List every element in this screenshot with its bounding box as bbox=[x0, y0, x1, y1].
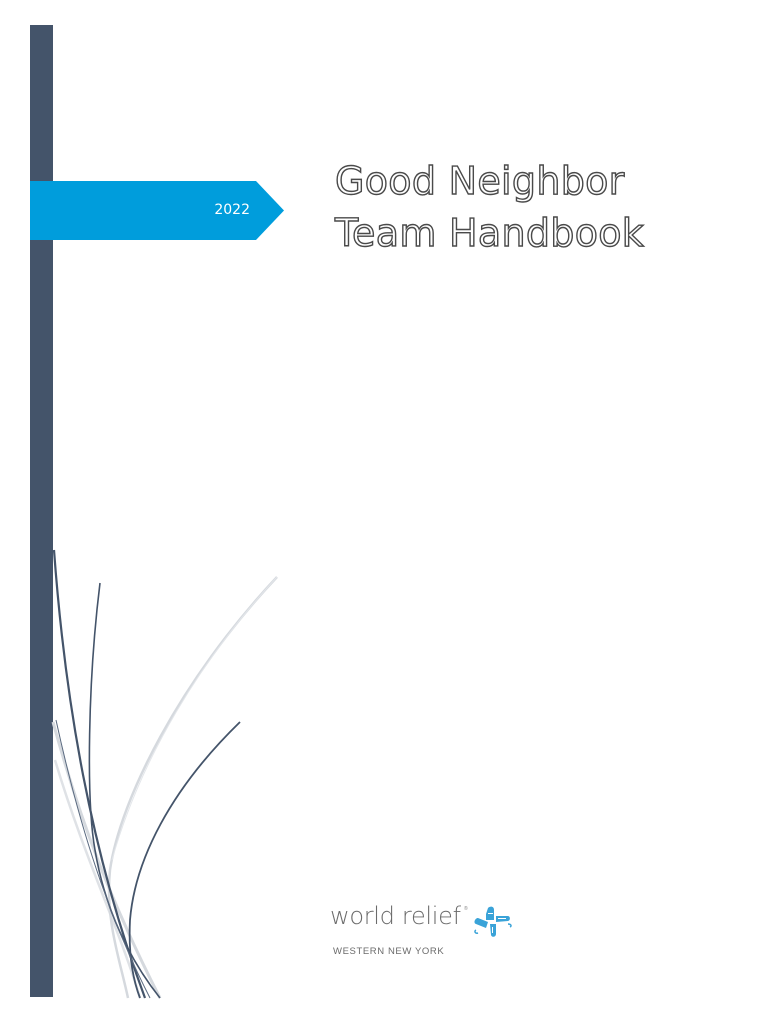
vertical-side-bar bbox=[30, 25, 53, 997]
logo-wordmark: world relief bbox=[330, 902, 461, 930]
world-relief-pinwheel-icon bbox=[474, 906, 512, 937]
world-relief-logo: world relief ® WESTERN NEW YORK bbox=[330, 902, 530, 962]
arrow-banner-shape bbox=[30, 181, 284, 240]
registered-mark: ® bbox=[464, 906, 468, 912]
title-line-2: Team Handbook bbox=[334, 210, 645, 255]
logo-subtitle: WESTERN NEW YORK bbox=[333, 946, 445, 957]
document-title: Good Neighbor Team Handbook bbox=[334, 155, 735, 259]
title-line-1: Good Neighbor bbox=[334, 158, 625, 203]
year-label: 2022 bbox=[214, 202, 250, 218]
year-banner: 2022 bbox=[30, 181, 284, 240]
